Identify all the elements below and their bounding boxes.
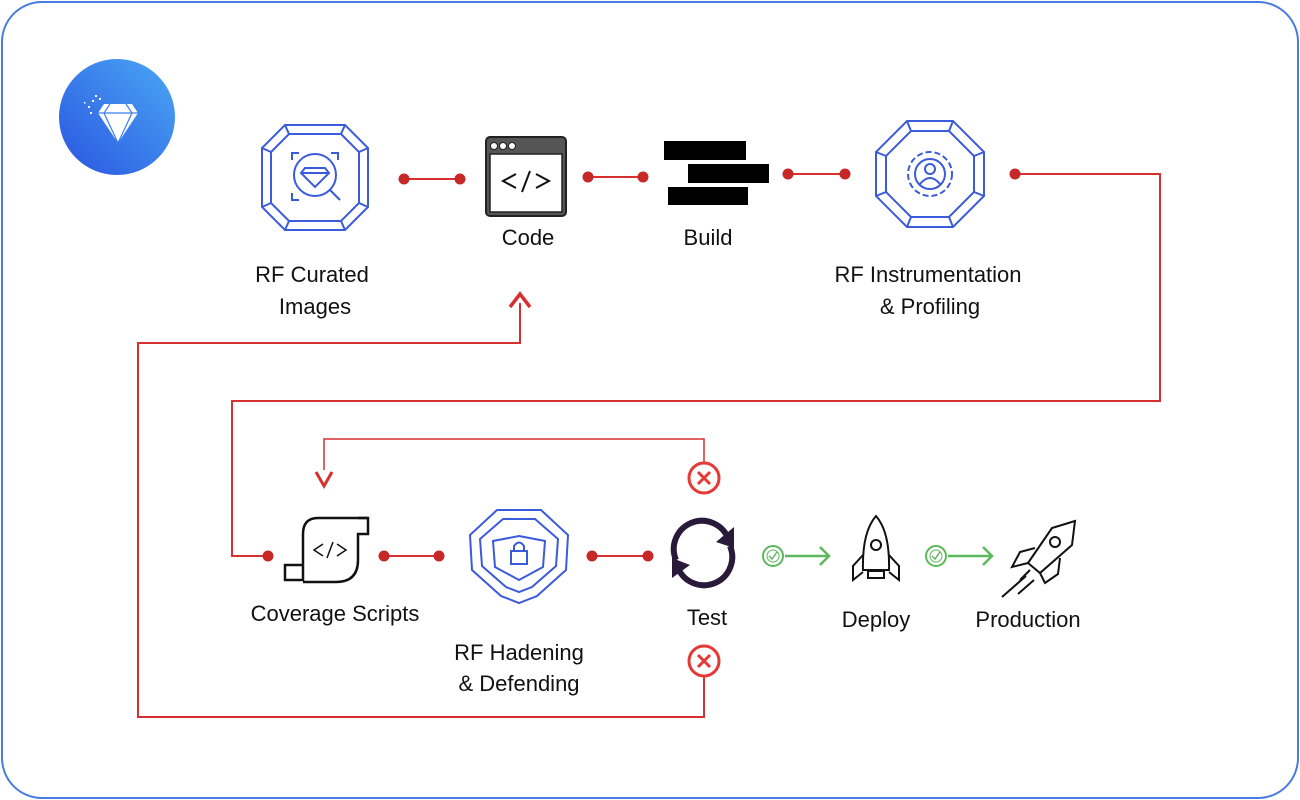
diamond-search-icon xyxy=(261,124,369,231)
node-coverage-scripts: Coverage Scripts xyxy=(251,516,420,626)
node-label: Test xyxy=(687,605,727,630)
script-scroll-icon xyxy=(283,516,370,584)
logo xyxy=(59,59,175,175)
node-label: & Profiling xyxy=(880,294,980,319)
code-window-icon xyxy=(485,136,567,217)
node-label: & Defending xyxy=(458,671,579,696)
success-check-icon xyxy=(762,545,784,567)
connectors xyxy=(137,168,1161,718)
node-label: Code xyxy=(502,225,555,250)
fail-icon xyxy=(687,644,721,678)
arrow-up-icon xyxy=(508,291,532,309)
node-label: Coverage Scripts xyxy=(251,601,420,626)
arrow-right-icon xyxy=(948,546,994,566)
arrow-right-icon xyxy=(785,546,831,566)
node-instrumentation: RF Instrumentation & Profiling xyxy=(834,120,1022,319)
arrow-down-icon xyxy=(314,471,334,490)
node-label: Production xyxy=(975,607,1080,632)
node-hardening: RF Hadening & Defending xyxy=(454,509,584,696)
rocket-icon xyxy=(852,514,900,583)
build-bars-icon xyxy=(664,141,769,205)
node-code: Code xyxy=(485,136,567,250)
node-label: Images xyxy=(279,294,351,319)
diamond-icon xyxy=(84,95,138,145)
sync-icon xyxy=(670,517,736,589)
node-curated-images: RF Curated Images xyxy=(255,124,369,319)
fail-icon xyxy=(687,461,721,495)
node-build: Build xyxy=(664,141,769,250)
node-test: Test xyxy=(670,517,736,630)
rocket-launch-icon xyxy=(1001,519,1077,598)
node-production: Production xyxy=(975,519,1081,632)
gear-user-icon xyxy=(875,120,985,228)
node-deploy: Deploy xyxy=(842,514,910,632)
node-label: RF Instrumentation xyxy=(834,262,1021,287)
node-label: Build xyxy=(684,225,733,250)
success-check-icon xyxy=(925,545,947,567)
shield-lock-icon xyxy=(468,509,570,605)
node-label: RF Hadening xyxy=(454,640,584,665)
node-label: Deploy xyxy=(842,607,910,632)
node-label: RF Curated xyxy=(255,262,369,287)
